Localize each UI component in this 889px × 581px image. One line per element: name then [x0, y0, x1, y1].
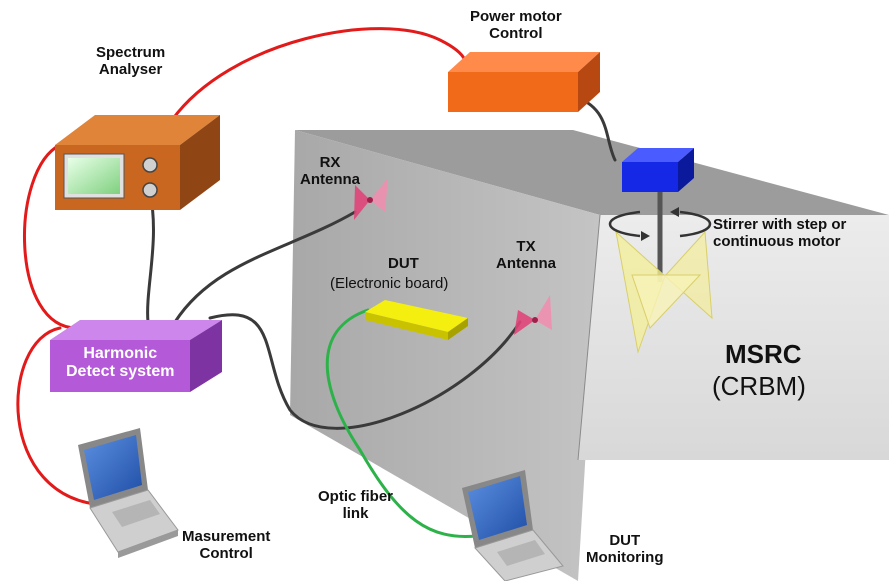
crbm-label: (CRBM)	[712, 371, 806, 401]
measurement-laptop	[78, 428, 179, 558]
stirrer-label: Stirrer with step or continuous motor	[713, 216, 846, 251]
stirrer-label-line1: Stirrer with step or	[713, 216, 847, 233]
cables	[16, 27, 617, 538]
spectrum-knob-bottom	[142, 182, 158, 198]
dut-monitoring-laptop	[462, 470, 564, 581]
harmonic-detect-label: Harmonic Detect system	[66, 345, 175, 380]
cable-harmonic-to-tx	[208, 313, 522, 430]
cable-harmonic-to-laptop-red	[16, 326, 107, 507]
stirrer-label-line2: continuous motor	[713, 233, 841, 251]
tx-antenna	[514, 295, 552, 335]
stirrer-motor-box	[622, 148, 694, 192]
msrc-label: MSRC	[725, 339, 802, 369]
cable-harmonic-to-rx	[173, 210, 357, 324]
measurement-label-line1: Masurement	[182, 528, 271, 545]
optic-label-line1: Optic fiber	[318, 488, 394, 505]
stirrer-rotation-arrow-left	[608, 210, 641, 238]
optic-label-line2: link	[342, 505, 369, 523]
dut-monitoring-label: DUT Monitoring	[586, 532, 663, 567]
tx-antenna-label: TX Antenna	[496, 238, 556, 273]
stirrer	[608, 190, 713, 354]
spectrum-analyser-label: Spectrum Analyser	[96, 44, 165, 79]
chamber-top-face	[295, 130, 889, 215]
power-motor-control-box	[448, 52, 600, 112]
cable-spectrum-to-harmonic-red	[23, 143, 80, 330]
msrc-chamber	[290, 130, 889, 581]
power-motor-control-label: Power motor Control	[470, 8, 562, 43]
spectrum-label-line2: Analyser	[98, 61, 163, 79]
rx-label-line1: RX	[319, 154, 341, 171]
dut-monitoring-label-line1: DUT	[609, 532, 641, 549]
stirrer-arrowhead-left	[641, 231, 650, 241]
rx-label-line2: Antenna	[300, 171, 360, 189]
optic-fiber-label: Optic fiber link	[318, 488, 393, 523]
measurement-control-label: Masurement Control	[182, 528, 270, 563]
chamber-edge	[577, 214, 601, 461]
harmonic-label-line2: Detect system	[66, 362, 175, 380]
tx-label-line2: Antenna	[496, 255, 556, 273]
spectrum-knob-top	[142, 157, 158, 173]
measurement-label-line2: Control	[199, 545, 253, 563]
dut-sublabel: (Electronic board)	[330, 275, 449, 292]
stirrer-arrowhead-right	[670, 207, 679, 217]
dut-monitoring-label-line2: Monitoring	[586, 549, 664, 567]
rx-antenna	[354, 178, 388, 220]
harmonic-label-line1: Harmonic	[83, 345, 158, 362]
harmonic-detect-box	[50, 320, 222, 392]
chamber-side-face	[290, 130, 600, 581]
cable-dut-optic-fiber	[325, 308, 478, 538]
cable-spectrum-to-harmonic	[146, 191, 155, 324]
power-motor-label-line1: Power motor	[470, 8, 562, 25]
stirrer-rotation-arrow-right	[679, 210, 712, 238]
spectrum-label-line1: Spectrum	[96, 44, 166, 61]
tx-label-line1: TX	[516, 238, 536, 255]
rx-antenna-label: RX Antenna	[300, 154, 360, 189]
spectrum-analyser-box	[55, 115, 220, 210]
dut-board	[365, 300, 468, 340]
dut-label: DUT	[388, 255, 419, 272]
power-motor-label-line2: Control	[489, 25, 543, 43]
stirrer-blade-front	[631, 274, 702, 329]
cable-spectrum-to-power	[170, 27, 467, 122]
